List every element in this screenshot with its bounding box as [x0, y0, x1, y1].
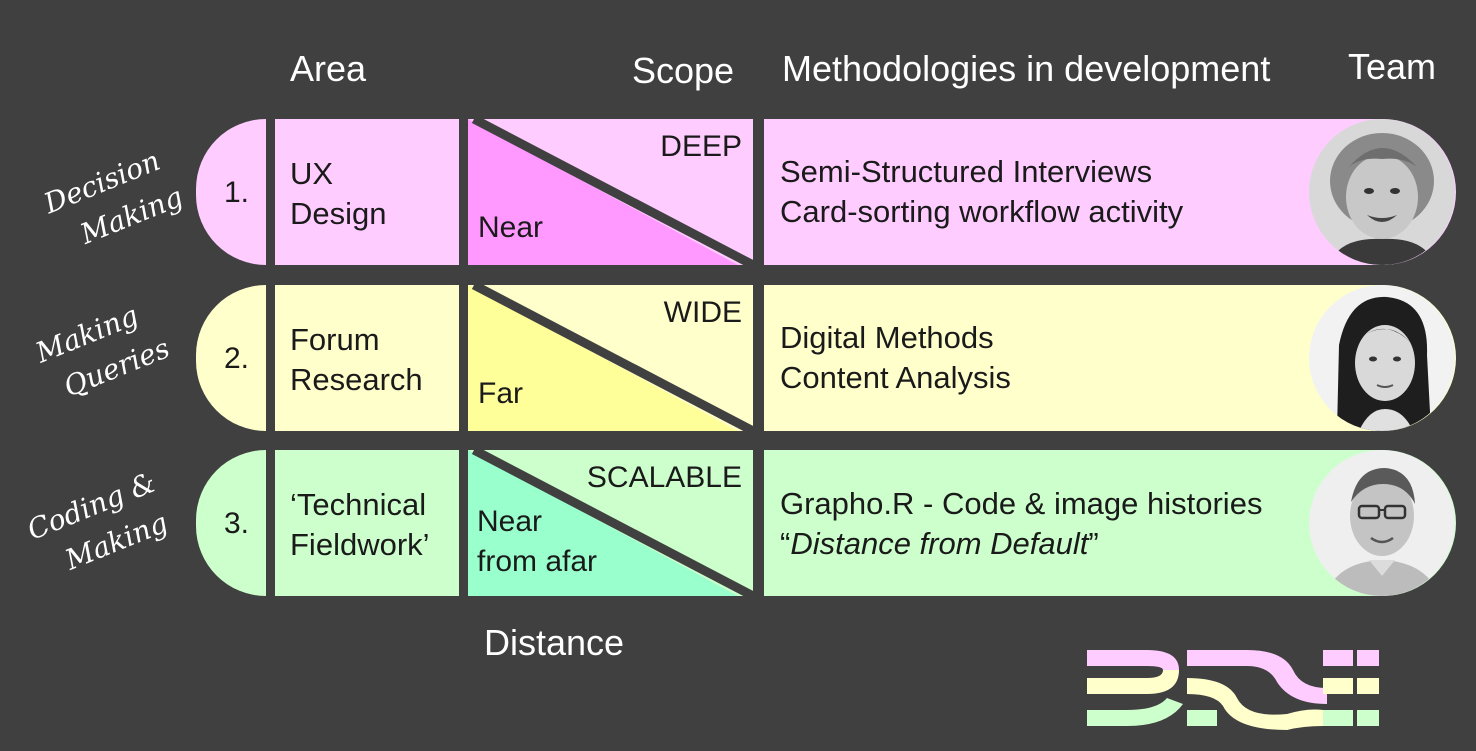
team-avatar: [1309, 119, 1455, 265]
side-label-coding-making: Coding & Making: [3, 454, 197, 597]
methodology-italic: Distance from Default: [790, 526, 1089, 561]
side-label-decision-making: Decision Making: [11, 129, 209, 274]
header-area: Area: [290, 48, 367, 89]
scope-bottom-line: from afar: [477, 545, 598, 578]
scope-bottom-line: Far: [478, 377, 523, 410]
scope-cell: [468, 285, 753, 431]
scope-bottom-line: Near: [478, 211, 544, 244]
scope-bottom-label: Near from afar: [477, 502, 597, 582]
methodology-line: Grapho.R - Code & image histories: [780, 486, 1263, 521]
side-label-making-queries: Making Queries: [0, 283, 189, 425]
quote-close: ”: [1088, 526, 1099, 561]
scope-bottom-line: Near: [477, 505, 543, 538]
methodology-line: Card-sorting workflow activity: [780, 194, 1184, 229]
area-label-line: Forum: [290, 322, 380, 357]
area-cell: [275, 450, 459, 596]
methodology-text: Digital Methods Content Analysis: [780, 318, 1011, 398]
logo-icon: [1087, 650, 1379, 730]
header-methodologies: Methodologies in development: [782, 48, 1271, 89]
methodology-line: Digital Methods: [780, 320, 994, 355]
scope-cell: [468, 119, 753, 265]
area-label-line: UX: [290, 156, 334, 191]
scope-top-label: DEEP: [660, 130, 742, 163]
area-label: ‘Technical Fieldwork’: [290, 485, 430, 565]
methodology-line: Semi-Structured Interviews: [780, 154, 1153, 189]
scope-cell: [468, 450, 753, 596]
area-label: Forum Research: [290, 320, 423, 400]
team-avatar-portrait: [1329, 133, 1435, 265]
team-avatar: [1309, 450, 1455, 596]
header-team: Team: [1348, 46, 1437, 87]
area-label: UX Design: [290, 154, 387, 234]
area-label-line: Fieldwork’: [290, 527, 430, 562]
footer-distance: Distance: [484, 622, 625, 663]
area-cell: [275, 285, 459, 431]
row-number: 3.: [224, 507, 250, 540]
header-scope: Scope: [632, 50, 735, 91]
row-number: 2.: [224, 342, 250, 375]
scope-divider: [471, 285, 753, 431]
scope-top-label: WIDE: [663, 296, 742, 329]
scope-bottom-label: Near: [478, 210, 543, 246]
methodology-line: “Distance from Default”: [780, 524, 1262, 564]
scope-bottom-label: Far: [478, 376, 523, 412]
methodology-text: Semi-Structured Interviews Card-sorting …: [780, 152, 1183, 232]
area-cell: [275, 119, 459, 265]
methodology-text: Grapho.R - Code & image histories “Dista…: [780, 484, 1262, 564]
scope-top-label: SCALABLE: [586, 461, 742, 494]
team-avatar-portrait: [1325, 468, 1439, 596]
area-label-line: ‘Technical: [290, 487, 427, 522]
quote-open: “: [780, 526, 791, 561]
methodology-line: Content Analysis: [780, 360, 1011, 395]
scope-divider: [471, 450, 753, 596]
team-avatar-portrait: [1337, 296, 1431, 431]
area-label-line: Research: [290, 362, 423, 397]
team-avatar: [1309, 285, 1455, 431]
scope-divider: [471, 119, 753, 265]
row-number: 1.: [224, 176, 250, 209]
area-label-line: Design: [290, 196, 387, 231]
